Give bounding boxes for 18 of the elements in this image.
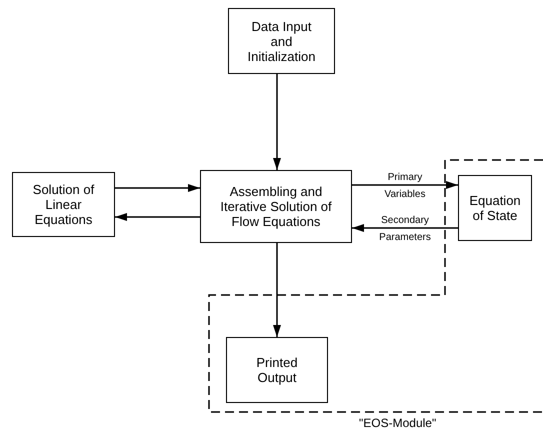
process-box <box>226 337 328 403</box>
box-label: Equation of State <box>468 193 522 223</box>
box-label: Solution of Linear Equations <box>32 182 96 227</box>
process-box <box>458 175 532 241</box>
box-label: Data Input and Initialization <box>246 18 316 64</box>
arrow <box>273 74 281 170</box>
arrow <box>115 184 200 192</box>
module-label: "EOS-Module" <box>359 416 436 430</box>
edge-label: Primary Variables <box>384 171 426 202</box>
arrow <box>352 224 458 232</box>
box-label: Printed Output <box>255 355 299 385</box>
edge-label: Secondary Parameters <box>378 214 432 245</box>
arrow <box>273 243 281 337</box>
process-box <box>12 172 115 237</box>
box-label: Assembling and Iterative Solution of Flow Equations <box>219 184 333 229</box>
process-box <box>228 8 335 74</box>
arrow <box>352 181 458 189</box>
arrow <box>115 213 200 221</box>
